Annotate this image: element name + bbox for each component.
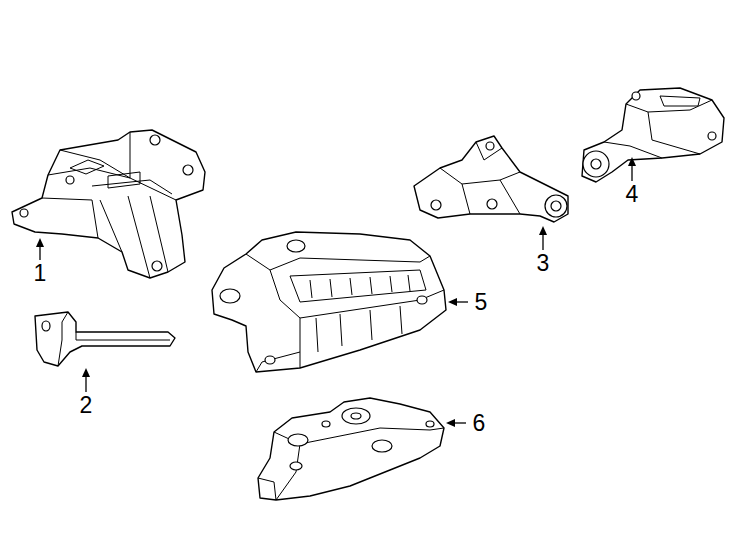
transmission-mount-illustration — [212, 232, 446, 372]
leader-line — [39, 246, 40, 260]
base-plate-illustration — [258, 398, 444, 500]
callout-number: 6 — [472, 412, 487, 435]
leader-line — [454, 422, 466, 423]
callout-number: 5 — [474, 291, 489, 314]
arrowhead — [539, 226, 547, 235]
leader-lines — [36, 157, 636, 427]
bracket-illustration — [35, 312, 175, 366]
arrowhead — [448, 298, 457, 306]
leader-line — [542, 234, 543, 250]
arm-mount-illustration — [414, 136, 568, 222]
leader-line — [631, 165, 632, 181]
arrowhead — [628, 157, 636, 166]
arrowhead — [36, 238, 44, 247]
callout-number: 3 — [536, 252, 551, 275]
callout-number: 1 — [33, 262, 48, 285]
callout-number: 4 — [625, 183, 640, 206]
callout-number: 2 — [79, 394, 94, 417]
torque-rod-illustration — [582, 88, 724, 182]
leader-line — [456, 301, 468, 302]
leader-line — [85, 376, 86, 392]
engine-mount-illustration — [12, 130, 205, 278]
arrowhead — [82, 368, 90, 377]
arrowhead — [446, 419, 455, 427]
